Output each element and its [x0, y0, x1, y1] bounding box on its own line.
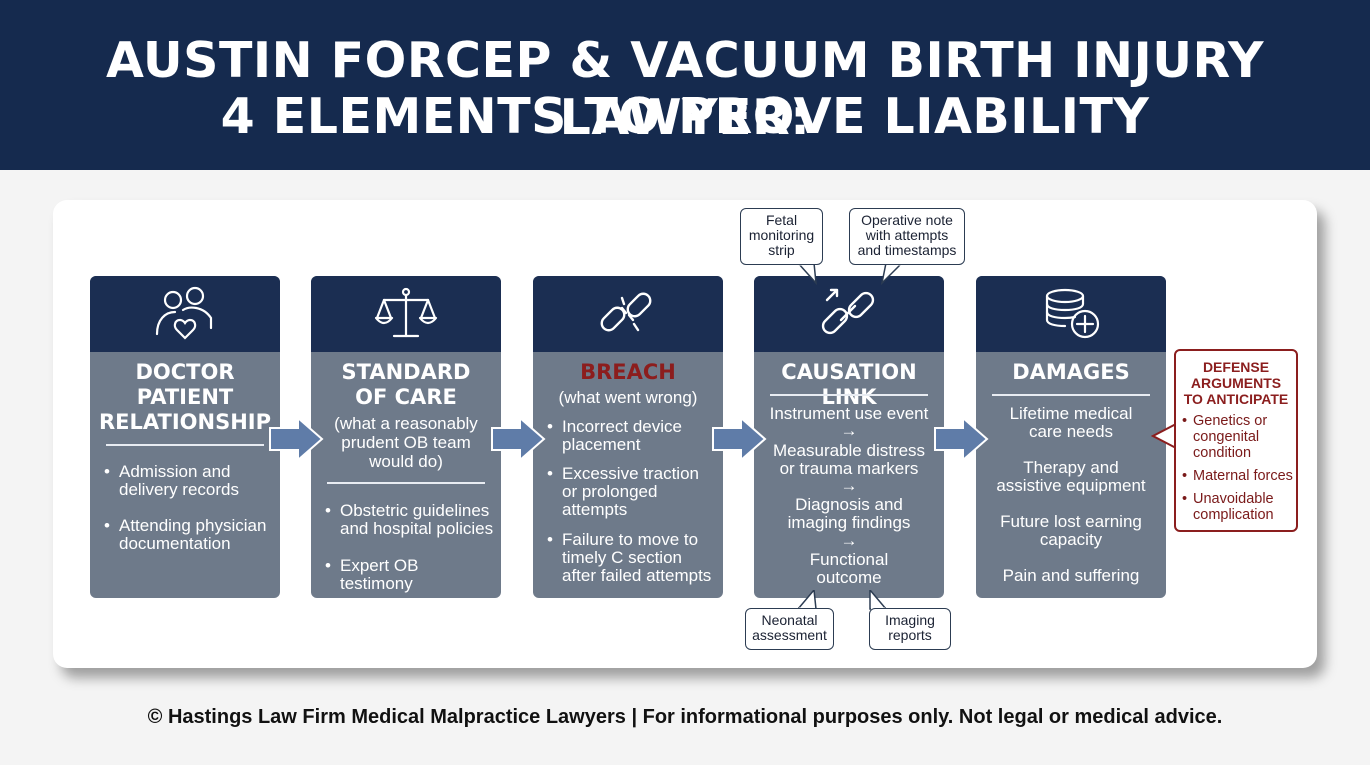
flow-arrow-icon — [712, 416, 767, 462]
people-heart-icon — [155, 286, 213, 340]
bullet-item: Obstetric guidelines and hospital polici… — [323, 502, 495, 538]
defense-arguments-box: DEFENSE ARGUMENTS TO ANTICIPATE Genetics… — [1174, 349, 1298, 532]
card-title-line: DAMAGES — [1012, 360, 1130, 384]
card-breach: BREACH (what went wrong) Incorrect devic… — [533, 276, 723, 598]
damages-item: Pain and suffering — [1002, 566, 1140, 585]
card-title-line: STANDARD — [341, 360, 471, 384]
card-title-line: CAUSATION LINK — [781, 360, 917, 409]
damages-item: Lifetime medical care needs — [1009, 404, 1133, 441]
chain-link-icon — [821, 288, 875, 335]
footer-disclaimer: © Hastings Law Firm Medical Malpractice … — [147, 706, 1223, 728]
broken-chain-icon — [600, 292, 652, 332]
callout-tail — [869, 590, 888, 610]
card-standard-of-care: STANDARD OF CARE (what a reasonably prud… — [311, 276, 501, 598]
card-header — [754, 276, 944, 352]
coins-plus-icon — [1045, 288, 1100, 339]
card-subtitle: (what went wrong) — [558, 388, 698, 407]
card-damages: DAMAGES Lifetime medical care needs Ther… — [976, 276, 1166, 598]
callout-operative-note: Operative note with attempts and timesta… — [849, 208, 965, 265]
bullet-item: Admission and delivery records — [102, 463, 274, 499]
bullet-item: Expert OB testimony — [323, 557, 495, 593]
callout-tail — [796, 263, 817, 285]
damages-item: Therapy and assistive equipment — [996, 458, 1146, 495]
card-title-line: PATIENT — [136, 385, 234, 409]
damages-item: Future lost earning capacity — [1000, 512, 1142, 549]
divider — [770, 394, 928, 396]
card-header — [533, 276, 723, 352]
card-title-line: DOCTOR — [135, 360, 235, 384]
arrow-right-icon: → — [840, 476, 858, 495]
card-causation-link: CAUSATION LINK Instrument use event → Me… — [754, 276, 944, 598]
page-title-line-1: AUSTIN FORCEP & VACUUM BIRTH INJURY LAWY… — [105, 32, 1265, 146]
bullet-item: Failure to move to timely C section afte… — [545, 531, 717, 585]
defense-item: Genetics or congenital condition — [1180, 413, 1298, 461]
causation-step: Instrument use event — [769, 404, 929, 423]
callout-tail — [880, 263, 904, 285]
defense-item: Maternal forces — [1180, 468, 1298, 484]
arrow-right-icon: → — [840, 421, 858, 440]
defense-item: Unavoidable complication — [1180, 491, 1298, 523]
defense-title: DEFENSE ARGUMENTS TO ANTICIPATE — [1183, 359, 1289, 407]
card-header — [976, 276, 1166, 352]
card-title-line: RELATIONSHIP — [99, 410, 271, 434]
callout-imaging-reports: Imaging reports — [869, 608, 951, 650]
divider — [106, 444, 264, 446]
bullet-item: Excessive traction or prolonged attempts — [545, 465, 717, 519]
card-title-line: BREACH — [580, 360, 676, 384]
card-title-line: OF CARE — [355, 385, 457, 409]
divider — [992, 394, 1150, 396]
page-title-line-2: 4 ELEMENTS TO PROVE LIABILITY — [220, 88, 1150, 145]
card-subtitle: (what a reasonably prudent OB team would… — [334, 414, 478, 471]
flow-arrow-icon — [934, 416, 989, 462]
flow-arrow-icon — [269, 416, 324, 462]
card-doctor-patient-relationship: DOCTOR PATIENT RELATIONSHIP Admission an… — [90, 276, 280, 598]
bullet-item: Incorrect device placement — [545, 418, 717, 454]
arrow-right-icon: → — [840, 531, 858, 550]
flow-arrow-icon — [491, 416, 546, 462]
causation-step: Measurable distress or trauma markers — [772, 441, 926, 478]
header-banner: AUSTIN FORCEP & VACUUM BIRTH INJURY LAWY… — [0, 0, 1370, 170]
divider — [327, 482, 485, 484]
scales-of-justice-icon — [374, 287, 438, 338]
bullet-item: Attending physician documentation — [102, 517, 274, 553]
causation-step: Diagnosis and imaging findings — [787, 495, 911, 532]
callout-neonatal-assessment: Neonatal assessment — [745, 608, 834, 650]
card-header — [90, 276, 280, 352]
card-header — [311, 276, 501, 352]
callout-fetal-monitoring-strip: Fetal monitoring strip — [740, 208, 823, 265]
callout-tail — [796, 590, 817, 610]
causation-step: Functional outcome — [809, 550, 889, 587]
